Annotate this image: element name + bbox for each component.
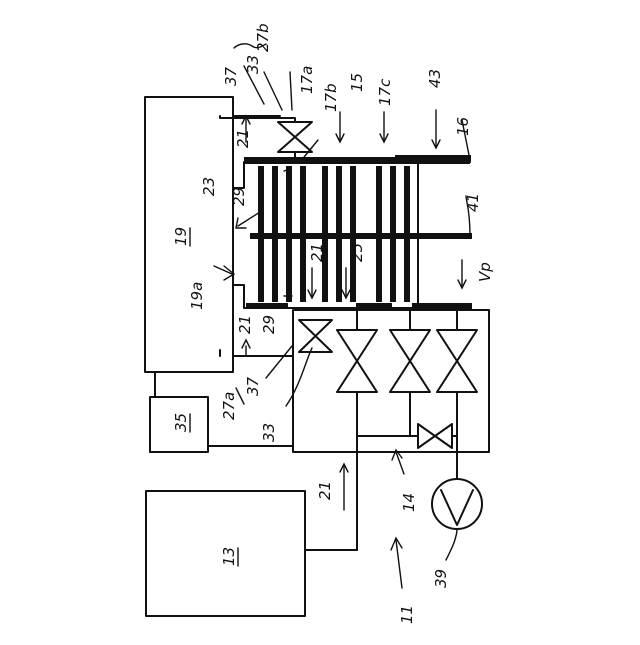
- arrow-43: [432, 110, 440, 148]
- top-plate-right: [395, 155, 471, 161]
- cross-bar: [250, 233, 472, 239]
- valve-lower-small: [299, 320, 332, 352]
- label-13: 13: [220, 547, 238, 566]
- label-37-top: 37: [222, 66, 240, 86]
- label-39: 39: [432, 569, 450, 588]
- label-33-bottom: 33: [260, 423, 278, 442]
- label-27b: 27b: [254, 23, 272, 52]
- label-43: 43: [426, 69, 444, 88]
- label-15: 15: [348, 73, 366, 92]
- label-29-b: 29: [260, 315, 278, 334]
- label-17c: 17c: [376, 78, 394, 106]
- arrow-17c: [380, 112, 388, 142]
- label-37-bottom: 37: [244, 376, 262, 396]
- valve-big-3: [437, 330, 477, 392]
- leader-17a: [290, 72, 292, 110]
- label-11: 11: [398, 605, 416, 624]
- label-33-top: 33: [244, 55, 262, 74]
- valve-big-2: [390, 330, 430, 392]
- label-41: 41: [464, 193, 482, 212]
- valve-big-1: [337, 330, 377, 392]
- label-16: 16: [454, 117, 472, 136]
- leader-37-top: [264, 72, 282, 110]
- bottom-plate-mid: [356, 303, 392, 309]
- leader-39: [446, 530, 457, 560]
- label-27a: 27a: [220, 392, 238, 420]
- arrow-21-lower: [340, 464, 348, 510]
- label-21-b: 21: [308, 243, 326, 262]
- arrow-19a: [214, 266, 234, 280]
- label-21-d: 21: [316, 481, 334, 500]
- leader-37-bottom: [266, 346, 292, 378]
- label-35: 35: [172, 413, 190, 432]
- bottom-plate-left: [246, 303, 288, 309]
- arrow-vp: [458, 260, 466, 288]
- label-17a: 17a: [298, 66, 316, 94]
- label-19: 19: [172, 227, 190, 246]
- label-21-c: 21: [236, 315, 254, 334]
- arrow-14: [392, 450, 404, 474]
- label-vp: Vp: [476, 262, 494, 282]
- label-21-a: 21: [234, 129, 252, 148]
- label-19a: 19a: [188, 282, 206, 310]
- arrow-21-bottom: [242, 340, 250, 356]
- arrow-23: [236, 212, 260, 228]
- arrow-25: [342, 268, 350, 298]
- label-29-a: 29: [230, 187, 248, 206]
- label-14: 14: [400, 493, 418, 512]
- label-25: 25: [348, 243, 366, 262]
- arrow-15: [336, 112, 344, 142]
- label-23: 23: [200, 177, 218, 196]
- valve-bypass: [418, 424, 452, 448]
- arrow-21-mid: [308, 268, 316, 298]
- label-17b: 17b: [322, 83, 340, 112]
- arrow-11: [391, 538, 402, 588]
- valve-17a: [278, 122, 312, 152]
- pump-39: [432, 479, 482, 529]
